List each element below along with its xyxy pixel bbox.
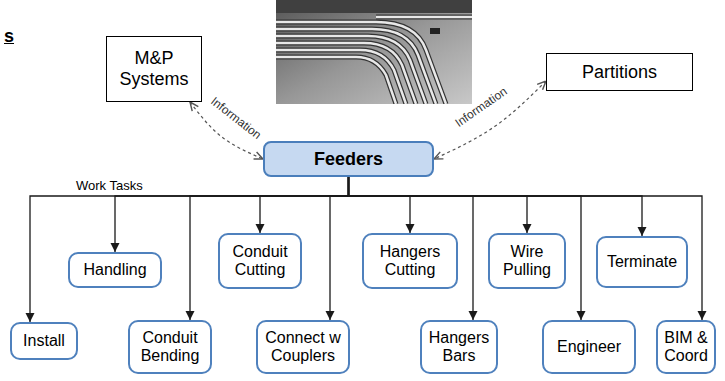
task-link — [330, 177, 349, 320]
box-text: Connect w Couplers — [262, 329, 344, 366]
box-text: Handling — [83, 261, 146, 279]
task-link — [349, 177, 643, 236]
conduit-photo — [276, 0, 472, 104]
box-text: Partitions — [582, 62, 657, 83]
box-text: M&P Systems — [113, 48, 195, 89]
task-link — [349, 177, 703, 320]
box-text: Conduit Bending — [134, 329, 206, 366]
heading-fragment: s — [4, 26, 14, 47]
box-text: BIM & Coord — [662, 329, 710, 366]
central-box: Feeders — [263, 141, 434, 177]
task-box: BIM & Coord — [656, 320, 716, 374]
task-link — [349, 177, 582, 320]
task-box: Hangers Bars — [420, 320, 498, 374]
info-box: M&P Systems — [106, 36, 202, 102]
task-link — [349, 177, 528, 233]
task-box: Terminate — [596, 236, 688, 288]
task-link — [349, 177, 411, 233]
box-text: Feeders — [314, 149, 383, 170]
group-label: Work Tasks — [76, 178, 143, 193]
box-text: Engineer — [557, 338, 621, 356]
task-box: Install — [10, 322, 78, 360]
box-text: Hangers Cutting — [368, 243, 452, 280]
box-text: Wire Pulling — [494, 243, 560, 280]
task-box: Wire Pulling — [488, 233, 566, 289]
box-text: Conduit Cutting — [224, 243, 296, 280]
task-box: Hangers Cutting — [362, 233, 458, 289]
task-box: Engineer — [542, 320, 636, 374]
task-box: Connect w Couplers — [256, 320, 350, 374]
task-link — [190, 177, 349, 320]
box-text: Install — [23, 332, 65, 350]
task-box: Handling — [68, 252, 162, 288]
box-text: Terminate — [607, 253, 677, 271]
box-text: Hangers Bars — [426, 329, 492, 366]
task-link — [260, 177, 349, 233]
info-box: Partitions — [546, 53, 693, 91]
task-box: Conduit Cutting — [218, 233, 302, 289]
task-link — [349, 177, 474, 320]
link-label: Information — [206, 92, 267, 144]
task-link — [30, 177, 349, 322]
task-box: Conduit Bending — [128, 320, 212, 374]
